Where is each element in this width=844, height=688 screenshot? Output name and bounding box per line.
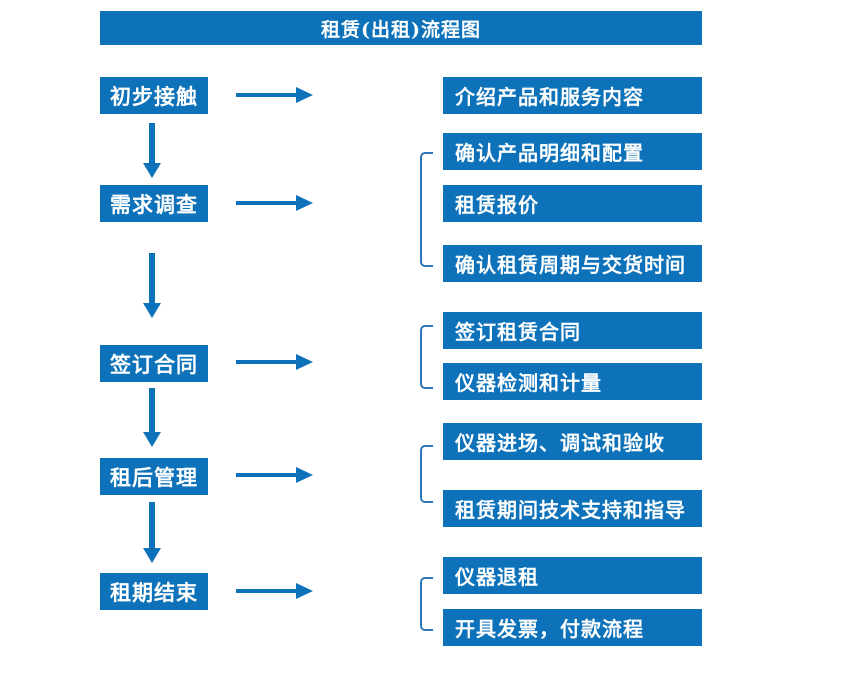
step-box-initial-contact: 初步接触 — [100, 77, 208, 114]
right-arrow-2 — [236, 195, 314, 211]
down-arrow-shaft — [149, 388, 155, 432]
bracket-sign-contract-group — [420, 325, 433, 389]
down-arrow-2 — [143, 253, 161, 318]
down-arrow-head-icon — [143, 548, 161, 563]
bracket-rental-end-group — [420, 577, 433, 631]
detail-box-confirm-period: 确认租赁周期与交货时间 — [443, 245, 702, 282]
detail-box-instrument-setup: 仪器进场、调试和验收 — [443, 423, 702, 460]
right-arrow-head-icon — [296, 87, 313, 103]
detail-box-rental-quote: 租赁报价 — [443, 185, 702, 222]
right-arrow-head-icon — [296, 354, 313, 370]
detail-box-sign-rental-contract: 签订租赁合同 — [443, 312, 702, 349]
detail-box-instrument-check: 仪器检测和计量 — [443, 363, 702, 400]
detail-box-confirm-config: 确认产品明细和配置 — [443, 133, 702, 170]
detail-box-invoice-payment: 开具发票，付款流程 — [443, 609, 702, 646]
down-arrow-3 — [143, 388, 161, 447]
down-arrow-head-icon — [143, 432, 161, 447]
right-arrow-1 — [236, 87, 314, 103]
down-arrow-shaft — [149, 123, 155, 163]
diagram-title: 租赁(出租)流程图 — [100, 11, 702, 45]
step-box-rental-end: 租期结束 — [100, 573, 208, 610]
right-arrow-3 — [236, 354, 314, 370]
right-arrow-shaft — [236, 473, 297, 477]
right-arrow-head-icon — [296, 467, 313, 483]
detail-box-tech-support: 租赁期间技术支持和指导 — [443, 490, 702, 527]
down-arrow-shaft — [149, 253, 155, 303]
right-arrow-head-icon — [296, 583, 313, 599]
right-arrow-shaft — [236, 589, 297, 593]
bracket-demand-survey-group — [420, 152, 433, 267]
right-arrow-4 — [236, 467, 314, 483]
right-arrow-5 — [236, 583, 314, 599]
step-box-post-rental-mgmt: 租后管理 — [100, 458, 208, 495]
detail-box-intro-products: 介绍产品和服务内容 — [443, 77, 702, 114]
right-arrow-shaft — [236, 93, 297, 97]
right-arrow-shaft — [236, 360, 297, 364]
bracket-post-rental-group — [420, 445, 433, 503]
right-arrow-shaft — [236, 201, 297, 205]
down-arrow-head-icon — [143, 163, 161, 178]
down-arrow-4 — [143, 502, 161, 563]
detail-box-instrument-return: 仪器退租 — [443, 557, 702, 594]
right-arrow-head-icon — [296, 195, 313, 211]
down-arrow-1 — [143, 123, 161, 178]
step-box-sign-contract: 签订合同 — [100, 345, 208, 382]
down-arrow-shaft — [149, 502, 155, 548]
down-arrow-head-icon — [143, 303, 161, 318]
step-box-demand-survey: 需求调查 — [100, 185, 208, 222]
